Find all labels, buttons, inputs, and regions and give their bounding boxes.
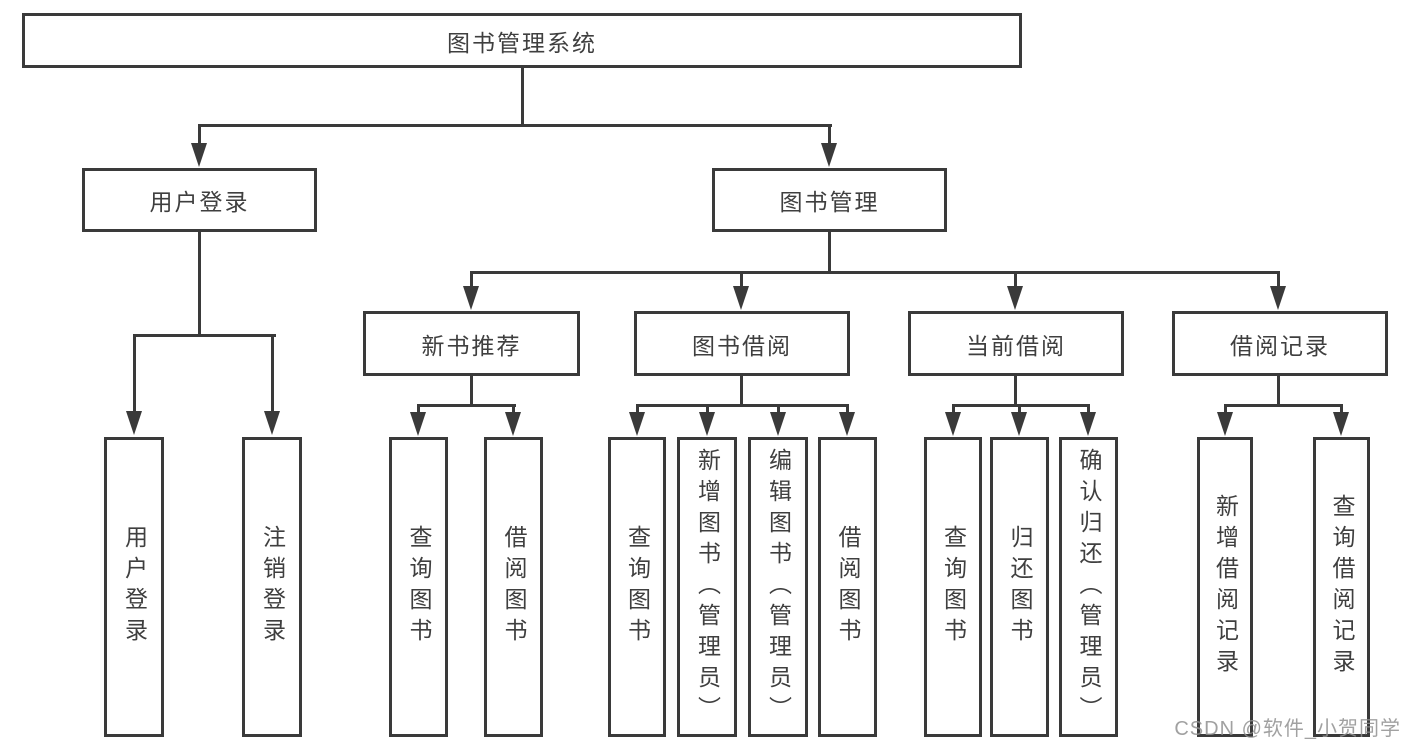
leaf-query-books-recommend: 查询图书 <box>389 437 448 737</box>
arrow-down-icon <box>629 412 645 436</box>
leaf-add-book-admin: 新增图书（管理员） <box>677 437 737 737</box>
leaf-add-borrow-record: 新增借阅记录 <box>1197 437 1253 737</box>
arrow-down-icon <box>264 411 280 435</box>
connector-line <box>740 271 743 289</box>
leaf-edit-book-admin: 编辑图书（管理员） <box>748 437 808 737</box>
connector-line <box>1277 376 1280 407</box>
arrow-down-icon <box>1217 412 1233 436</box>
leaf-label: 确认归还（管理员） <box>1076 447 1102 727</box>
arrow-down-icon <box>126 411 142 435</box>
arrow-down-icon <box>821 143 837 167</box>
connector-line <box>521 68 524 126</box>
node-book-management: 图书管理 <box>712 168 947 232</box>
arrow-down-icon <box>1333 412 1349 436</box>
node-user-login: 用户登录 <box>82 168 317 232</box>
connector-line <box>777 404 780 416</box>
connector-line <box>133 334 276 337</box>
arrow-down-icon <box>699 412 715 436</box>
node-library-management-system: 图书管理系统 <box>22 13 1022 68</box>
connector-line <box>512 404 515 416</box>
connector-line <box>417 404 420 416</box>
connector-line <box>1340 404 1343 416</box>
arrow-down-icon <box>770 412 786 436</box>
connector-line <box>828 232 831 274</box>
connector-line <box>1014 271 1017 289</box>
node-label: 新书推荐 <box>421 332 522 359</box>
arrow-down-icon <box>733 286 749 310</box>
leaf-query-books-borrowing: 查询图书 <box>608 437 666 737</box>
leaf-user-login: 用户登录 <box>104 437 164 737</box>
connector-line <box>636 404 849 407</box>
connector-line <box>828 124 831 146</box>
connector-line <box>133 334 136 414</box>
leaf-label: 借阅图书 <box>835 525 861 649</box>
connector-line <box>740 376 743 407</box>
node-label: 用户登录 <box>149 189 250 215</box>
leaf-logout: 注销登录 <box>242 437 302 737</box>
leaf-label: 注销登录 <box>259 525 286 649</box>
leaf-label: 新增借阅记录 <box>1212 494 1239 680</box>
leaf-label: 用户登录 <box>121 525 148 649</box>
arrow-down-icon <box>463 286 479 310</box>
leaf-label: 编辑图书（管理员） <box>765 447 792 727</box>
arrow-down-icon <box>1270 286 1286 310</box>
connector-line <box>1014 376 1017 407</box>
leaf-query-books-current: 查询图书 <box>924 437 982 737</box>
connector-line <box>1018 404 1021 416</box>
arrow-down-icon <box>945 412 961 436</box>
arrow-down-icon <box>1011 412 1027 436</box>
leaf-borrow-books: 借阅图书 <box>818 437 877 737</box>
leaf-label: 查询借阅记录 <box>1329 494 1355 680</box>
connector-line <box>470 376 473 407</box>
node-borrowing-records: 借阅记录 <box>1172 311 1388 376</box>
connector-line <box>636 404 639 416</box>
leaf-label: 归还图书 <box>1007 525 1033 649</box>
node-label: 图书借阅 <box>692 332 792 359</box>
csdn-watermark: CSDN @软件_小贺同学 <box>1174 718 1401 740</box>
connector-line <box>198 232 201 336</box>
leaf-label: 借阅图书 <box>501 525 527 649</box>
connector-line <box>1277 271 1280 289</box>
node-new-book-recommend: 新书推荐 <box>363 311 580 376</box>
connector-line <box>846 404 849 416</box>
leaf-label: 新增图书（管理员） <box>694 447 721 727</box>
node-label: 借阅记录 <box>1230 332 1330 359</box>
node-book-borrowing: 图书借阅 <box>634 311 850 376</box>
connector-line <box>1224 404 1343 407</box>
connector-line <box>470 271 1280 274</box>
leaf-confirm-return-admin: 确认归还（管理员） <box>1059 437 1118 737</box>
connector-line <box>198 124 832 127</box>
connector-line <box>1224 404 1227 416</box>
arrow-down-icon <box>191 143 207 167</box>
node-label: 当前借阅 <box>966 332 1066 359</box>
connector-line <box>952 404 1090 407</box>
connector-line <box>198 124 201 146</box>
arrow-down-icon <box>505 412 521 436</box>
connector-line <box>706 404 709 416</box>
arrow-down-icon <box>839 412 855 436</box>
arrow-down-icon <box>1080 412 1096 436</box>
leaf-query-borrow-record: 查询借阅记录 <box>1313 437 1370 737</box>
leaf-label: 查询图书 <box>406 525 432 649</box>
leaf-borrow-books-recommend: 借阅图书 <box>484 437 543 737</box>
node-current-borrowing: 当前借阅 <box>908 311 1124 376</box>
arrow-down-icon <box>1007 286 1023 310</box>
connector-line <box>1087 404 1090 416</box>
node-label: 图书管理 <box>779 189 880 215</box>
leaf-label: 查询图书 <box>624 525 651 649</box>
connector-line <box>271 334 274 414</box>
connector-line <box>417 404 516 407</box>
leaf-return-book: 归还图书 <box>990 437 1049 737</box>
node-label: 图书管理系统 <box>447 29 597 56</box>
connector-line <box>952 404 955 416</box>
leaf-label: 查询图书 <box>940 525 967 649</box>
arrow-down-icon <box>410 412 426 436</box>
connector-line <box>470 271 473 289</box>
